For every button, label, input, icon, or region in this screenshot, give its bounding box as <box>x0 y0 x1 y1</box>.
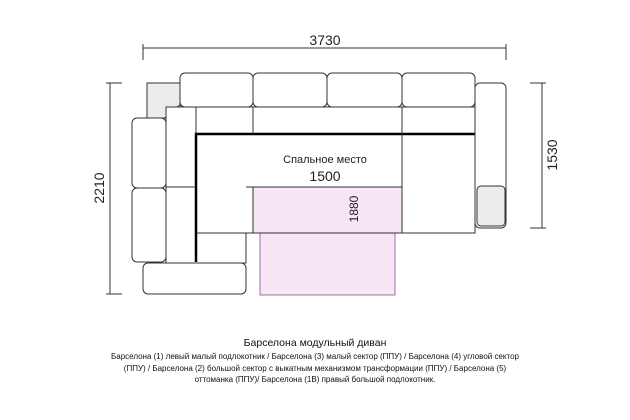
back-cushion-3 <box>326 72 403 108</box>
left-armrest <box>142 262 247 295</box>
caption-title: Барселона модульный диван <box>243 337 387 349</box>
left-dimension <box>106 82 122 295</box>
right-armrest-cap <box>476 185 506 227</box>
right-dimension-value: 1530 <box>544 139 560 170</box>
left-dimension-value: 2210 <box>91 172 107 203</box>
top-dimension-value: 3730 <box>309 32 340 48</box>
left-back-cushion-2 <box>131 187 167 263</box>
caption-description: Барселона (1) левый малый подлокотник / … <box>111 352 519 385</box>
right-dimension <box>530 82 546 229</box>
pullout-mechanism-top <box>252 186 403 234</box>
back-cushion-4 <box>401 72 476 108</box>
sleeping-width-value: 1500 <box>309 168 340 184</box>
left-back-cushion-1 <box>131 117 167 189</box>
sleeping-depth-value: 1880 <box>347 195 361 222</box>
back-cushion-2 <box>252 72 328 108</box>
sleeping-area-label: Спальное место <box>283 154 367 166</box>
left-seat-1 <box>165 106 197 188</box>
back-cushion-1 <box>179 72 254 108</box>
top-dimension <box>142 44 507 60</box>
pullout-mechanism <box>259 232 396 296</box>
sleeping-boundary <box>194 132 475 262</box>
